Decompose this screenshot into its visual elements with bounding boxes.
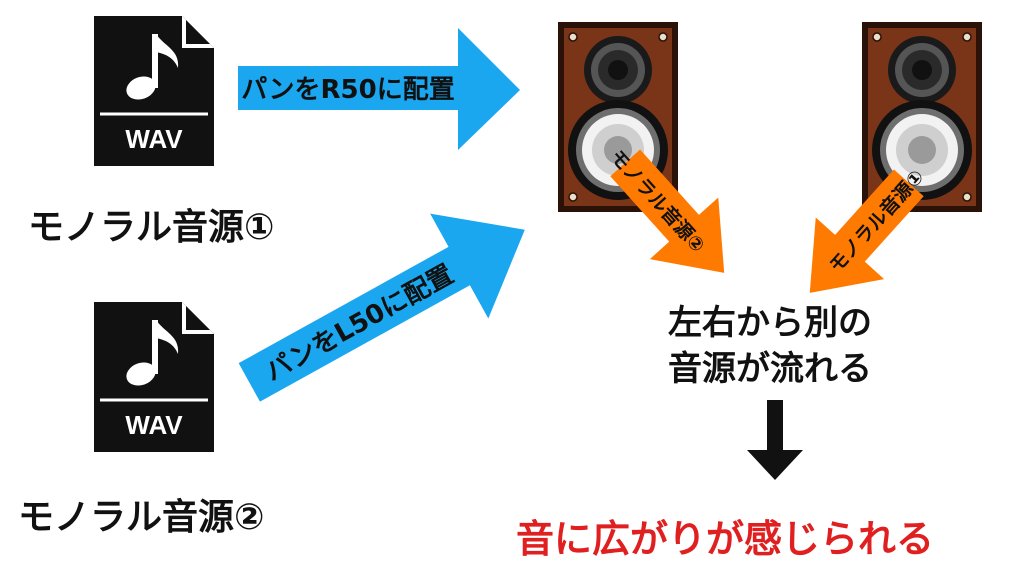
conclusion-text: 音に広がりが感じられる bbox=[516, 517, 935, 561]
source-1-label: モノラル音源① bbox=[28, 207, 275, 248]
wav-file-label: WAV bbox=[125, 124, 183, 154]
down-arrow-icon bbox=[747, 400, 803, 480]
pan-r50-label: パンをR50に配置 bbox=[241, 75, 455, 105]
pan-r50-arrow: パンをR50に配置 bbox=[238, 28, 520, 150]
wav-file-icon: WAV bbox=[92, 300, 216, 454]
result-line-1: 左右から別の bbox=[668, 303, 872, 343]
pan-l50-label: パンをL50に配置 bbox=[260, 260, 458, 388]
wav-file-icon: WAV bbox=[92, 14, 216, 168]
source-2-label: モノラル音源② bbox=[18, 497, 265, 538]
result-text: 左右から別の 音源が流れる bbox=[650, 300, 890, 392]
result-line-2: 音源が流れる bbox=[668, 349, 872, 389]
wav-file-label: WAV bbox=[125, 410, 183, 440]
